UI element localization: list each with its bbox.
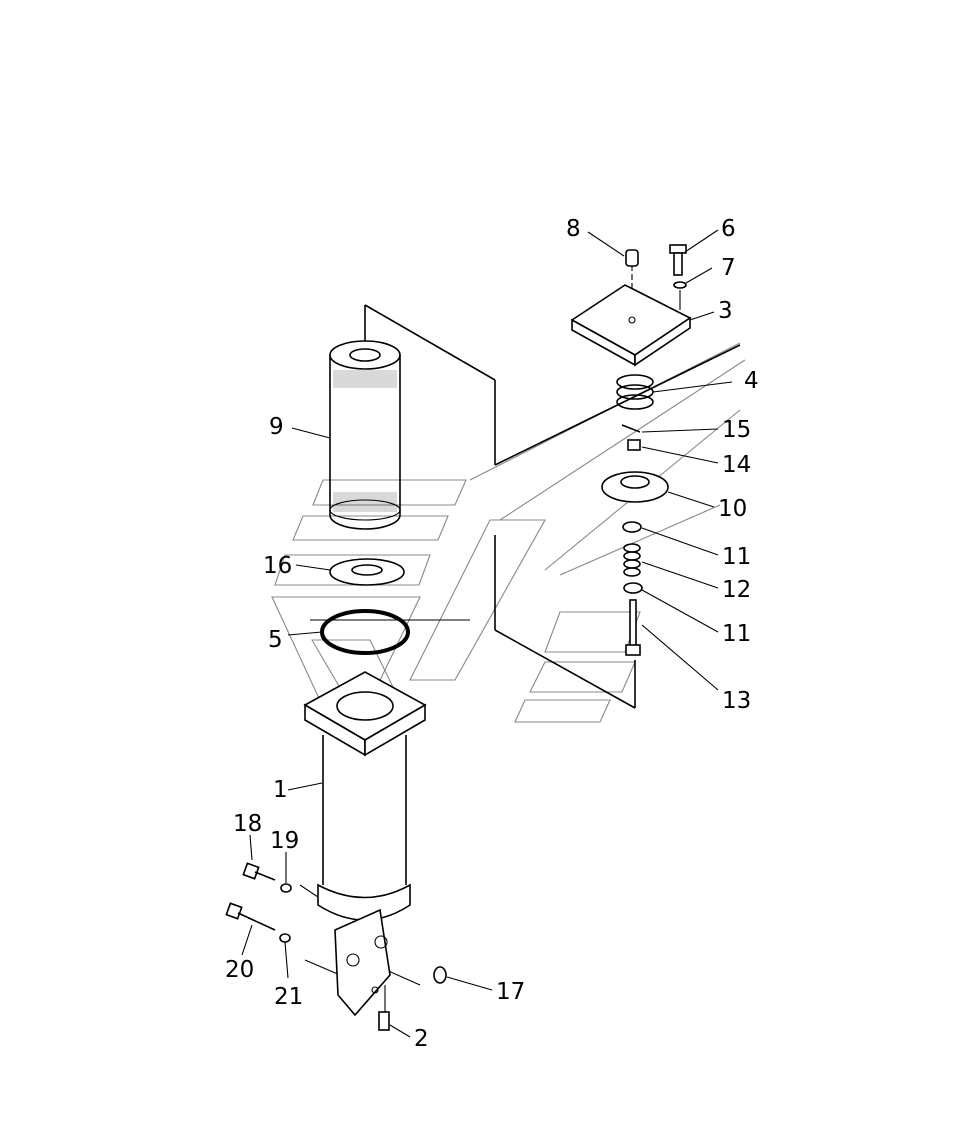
callout-15: 15 (722, 417, 751, 443)
filter-case (303, 671, 427, 1017)
callout-10: 10 (718, 496, 747, 522)
pin-and-nut (621, 424, 641, 451)
callout-14: 14 (722, 452, 751, 478)
callout-17: 17 (496, 979, 525, 1005)
callout-2: 2 (414, 1026, 429, 1052)
callout-11-upper: 11 (722, 544, 751, 570)
callout-5: 5 (268, 627, 283, 653)
filter-element (329, 340, 401, 530)
callout-7: 7 (721, 255, 736, 281)
guide-outline-shapes (271, 342, 746, 723)
valve-disc (601, 471, 669, 503)
callout-18: 18 (233, 811, 262, 837)
callout-labels: 8 6 7 3 4 15 14 10 11 12 11 13 9 16 5 1 … (225, 216, 759, 1052)
callout-16: 16 (263, 553, 292, 579)
valve-internals (622, 521, 643, 656)
callout-1: 1 (273, 777, 288, 803)
callout-12: 12 (722, 577, 751, 603)
seal-ring (329, 558, 405, 586)
leader-lines (241, 229, 733, 1038)
callout-11-lower: 11 (722, 621, 751, 647)
lower-fasteners (225, 862, 447, 1031)
cover-plate (570, 284, 692, 367)
callout-13: 13 (722, 688, 751, 714)
callout-20: 20 (225, 957, 254, 983)
callout-19: 19 (270, 828, 299, 854)
callout-3: 3 (718, 298, 733, 324)
o-ring-large (320, 609, 410, 655)
callout-6: 6 (721, 216, 736, 242)
callout-4: 4 (744, 368, 759, 394)
small-fasteners-top (625, 244, 687, 289)
spring-large (616, 374, 654, 410)
callout-8: 8 (566, 216, 581, 242)
callout-21: 21 (274, 984, 303, 1010)
callout-9: 9 (269, 414, 284, 440)
